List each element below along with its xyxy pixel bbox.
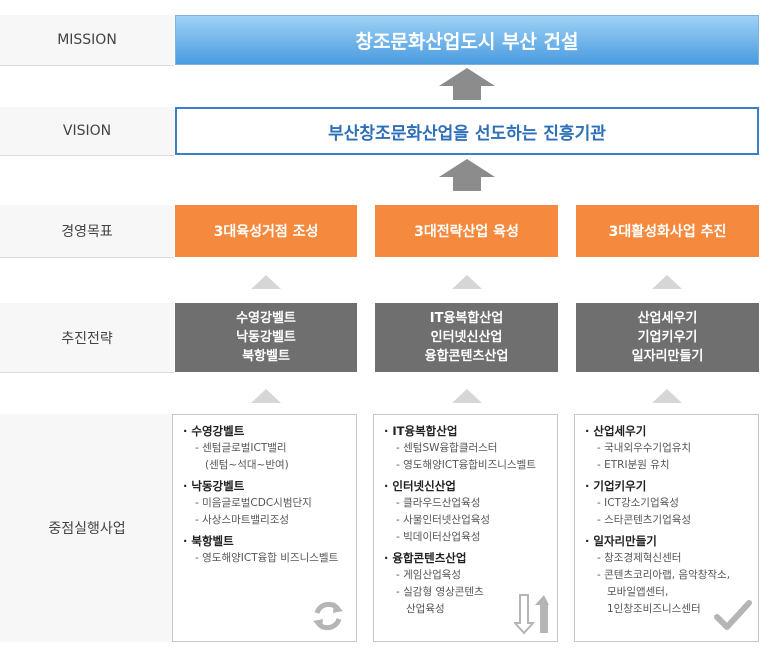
strategy-line: 융합콘텐츠산업 (424, 349, 509, 364)
row-label-strategy: 추진전략 (0, 303, 174, 372)
project-item: - 센텀글로벌ICT밸리 (195, 442, 287, 454)
project-item: - 영도해양ICT융합 비즈니스벨트 (195, 552, 339, 564)
goal-box: 3대전략산업 육성 (375, 205, 558, 257)
up-triangle-icon (452, 389, 482, 403)
row-divider (0, 155, 174, 156)
project-item: 모바일앱센터, (607, 586, 669, 598)
row-label-goals: 경영목표 (0, 205, 174, 257)
mission-banner: 창조문화산업도시 부산 건설 (175, 15, 759, 65)
project-panel: · 수영강벨트 - 센텀글로벌ICT밸리 (센텀~석대~반여) · 낙동강벨트 … (172, 414, 357, 642)
project-item: - 미음글로벌CDC시범단지 (195, 497, 312, 509)
strategy-line: 산업세우기 (637, 311, 698, 326)
up-triangle-icon (251, 275, 281, 289)
project-item: 1인창조비즈니스센터 (607, 603, 701, 615)
project-item: - 실감형 영상콘텐츠 (396, 586, 484, 598)
strategy-line: 인터넷신산업 (430, 330, 503, 345)
up-triangle-icon (652, 275, 682, 289)
project-item: - 국내외우수기업유치 (597, 442, 692, 454)
row-divider (0, 372, 174, 373)
project-item: - 클라우드산업육성 (396, 497, 481, 509)
strategy-line: 일자리만들기 (631, 349, 704, 364)
strategy-line: IT융복합산업 (429, 311, 504, 326)
up-down-arrows-icon (514, 594, 549, 635)
strategy-line: 기업키우기 (637, 330, 698, 345)
row-label-projects: 중점실행사업 (0, 414, 174, 642)
project-item: 산업육성 (406, 603, 445, 615)
strategy-line: 낙동강벨트 (236, 330, 296, 345)
project-group-title: · 인터넷신산업 (384, 479, 456, 493)
project-item: - 사상스마트밸리조성 (195, 514, 290, 526)
project-item: - 게임산업육성 (396, 569, 462, 581)
project-panel: · IT융복합산업 - 센텀SW융합클러스터 - 영도해양ICT융합비즈니스벨트… (373, 414, 558, 642)
strategy-box: IT융복합산업 인터넷신산업 융합콘텐츠산업 (375, 303, 558, 372)
goal-box: 3대육성거점 조성 (175, 205, 357, 257)
check-icon (714, 600, 752, 630)
goal-box: 3대활성화사업 추진 (576, 205, 759, 257)
row-divider (0, 257, 174, 258)
project-group-title: · 수영강벨트 (183, 424, 245, 438)
project-group-title: · IT융복합산업 (384, 424, 458, 438)
project-panel: · 산업세우기 - 국내외우수기업유치 - ETRI분원 유치 · 기업키우기 … (574, 414, 759, 642)
strategy-box: 산업세우기 기업키우기 일자리만들기 (576, 303, 759, 372)
refresh-icon (313, 601, 343, 631)
project-item: - 창조경제혁신센터 (597, 552, 682, 564)
project-item: (센텀~석대~반여) (205, 459, 289, 471)
up-triangle-icon (452, 275, 482, 289)
project-group-title: · 낙동강벨트 (183, 479, 245, 493)
project-group-title: · 일자리만들기 (585, 534, 657, 548)
vision-banner: 부산창조문화산업을 선도하는 진흥기관 (175, 107, 759, 155)
project-group-title: · 산업세우기 (585, 424, 647, 438)
strategy-box: 수영강벨트 낙동강벨트 북항벨트 (175, 303, 357, 372)
project-group-title: · 북항벨트 (183, 534, 234, 548)
row-label-vision: VISION (0, 107, 174, 155)
project-item: - 영도해양ICT융합비즈니스벨트 (396, 459, 536, 471)
project-item: - 스타콘텐츠기업육성 (597, 514, 692, 526)
project-item: - ETRI분원 유치 (597, 459, 670, 471)
project-item: - ICT강소기업육성 (597, 497, 679, 509)
project-item: - 사물인터넷산업육성 (396, 514, 491, 526)
row-label-mission: MISSION (0, 15, 174, 65)
project-group-title: · 융합콘텐츠산업 (384, 551, 467, 565)
strategy-line: 수영강벨트 (236, 311, 296, 326)
row-divider (0, 65, 174, 66)
project-item: - 빅데이터산업육성 (396, 531, 481, 543)
project-group-title: · 기업키우기 (585, 479, 647, 493)
project-item: - 센텀SW융합클러스터 (396, 442, 498, 454)
strategy-line: 북항벨트 (242, 349, 290, 364)
up-triangle-icon (251, 389, 281, 403)
project-item: - 콘텐츠코리아랩, 음악창작소, (597, 569, 731, 581)
up-triangle-icon (652, 389, 682, 403)
